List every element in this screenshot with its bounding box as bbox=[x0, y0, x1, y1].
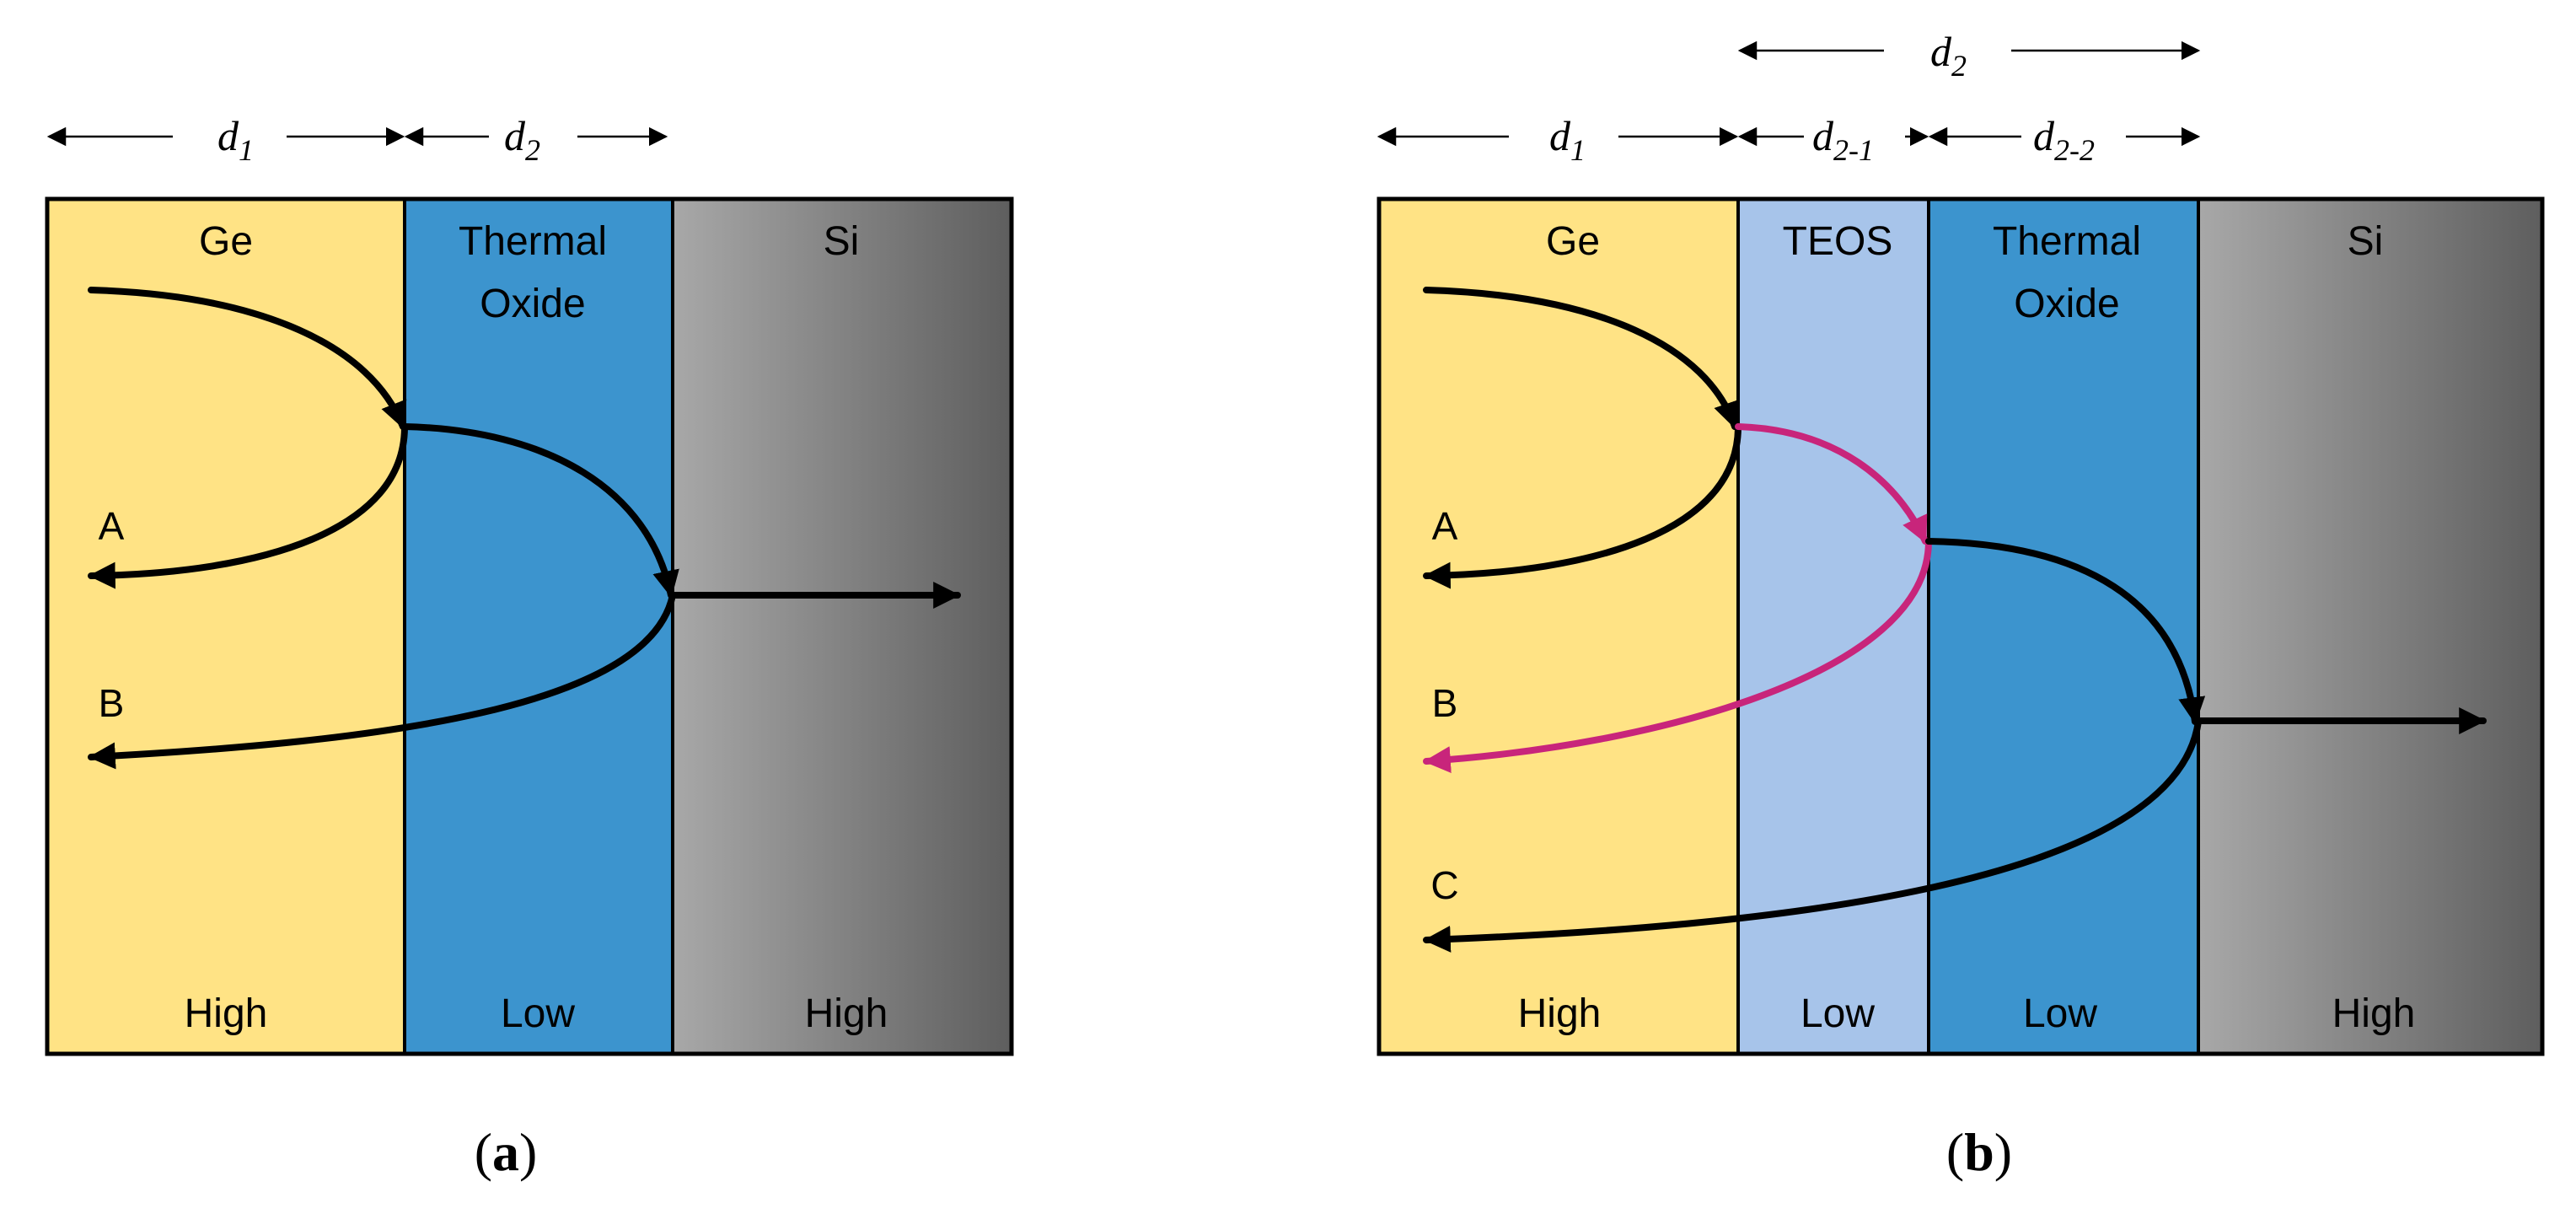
ray-b-reflect bbox=[88, 592, 676, 770]
ray-oxide-b bbox=[1925, 538, 2206, 725]
ray-label-a-panel-b: A bbox=[1432, 504, 1458, 548]
layer-name-thermal-b: Thermal bbox=[1993, 219, 2141, 264]
ray-label-c-panel-b: C bbox=[1430, 863, 1458, 907]
layer-name-thermal-a: Thermal bbox=[459, 219, 607, 264]
caption-a: (a) bbox=[475, 1122, 538, 1182]
ray-a-reflect-b bbox=[1423, 423, 1741, 589]
layer-index-ge-b: High bbox=[1518, 991, 1602, 1036]
ray-teos-b bbox=[1735, 423, 1929, 545]
layer-ge-a bbox=[47, 199, 405, 1054]
layer-name-ge-b: Ge bbox=[1546, 219, 1600, 264]
ray-oxide-a bbox=[401, 423, 679, 599]
layer-ge-b bbox=[1379, 199, 1738, 1054]
layer-si-b bbox=[2198, 199, 2542, 1054]
dim-label-d1-b: d1 bbox=[1549, 112, 1586, 167]
dim-label-d1: d1 bbox=[217, 112, 254, 167]
ray-incident-a bbox=[88, 287, 407, 430]
layer-name-si-b: Si bbox=[2348, 219, 2384, 264]
caption-b: (b) bbox=[1946, 1122, 2012, 1182]
rays-b bbox=[1423, 287, 2487, 953]
panel-a-outline bbox=[45, 196, 1014, 1056]
layer-si-a bbox=[673, 199, 1012, 1054]
layer-index-si-a: High bbox=[805, 991, 888, 1036]
ray-c-reflect-b bbox=[1423, 718, 2202, 953]
layer-name-oxide-a: Oxide bbox=[480, 282, 585, 326]
panel-b-outline bbox=[1377, 196, 2545, 1056]
layer-index-si-b: High bbox=[2332, 991, 2416, 1036]
layer-index-oxide-b: Low bbox=[2023, 991, 2097, 1036]
ray-b-reflect-b bbox=[1423, 538, 1932, 774]
ray-label-b-panel-b: B bbox=[1432, 681, 1458, 725]
ray-a-reflect bbox=[88, 423, 408, 589]
dim-label-d21: d2-1 bbox=[1812, 112, 1874, 167]
layer-name-si-a: Si bbox=[824, 219, 860, 264]
panel-a: d1 d2 Ge Thermal Oxide Si High Low High … bbox=[45, 112, 1014, 1182]
layer-teos-b bbox=[1738, 199, 1929, 1054]
layer-name-teos-b: TEOS bbox=[1783, 219, 1893, 264]
ray-label-b-panel-a: B bbox=[99, 681, 125, 725]
ray-label-a-panel-a: A bbox=[99, 504, 125, 548]
ray-incident-b bbox=[1423, 287, 1740, 430]
layer-index-ge-a: High bbox=[185, 991, 268, 1036]
rays-a bbox=[88, 287, 961, 770]
layer-index-oxide-a: Low bbox=[501, 991, 575, 1036]
layer-name-oxide-b: Oxide bbox=[2014, 282, 2119, 326]
panel-b: d2 d1 d2-1 d2-2 Ge TEOS T bbox=[1377, 28, 2545, 1182]
dim-label-d2: d2 bbox=[504, 112, 540, 167]
dim-label-d2-total: d2 bbox=[1930, 28, 1967, 83]
dim-label-d22: d2-2 bbox=[2033, 112, 2095, 167]
layer-index-teos-b: Low bbox=[1801, 991, 1875, 1036]
layer-thermal-oxide-a bbox=[405, 199, 673, 1054]
layer-name-ge-a: Ge bbox=[199, 219, 253, 264]
